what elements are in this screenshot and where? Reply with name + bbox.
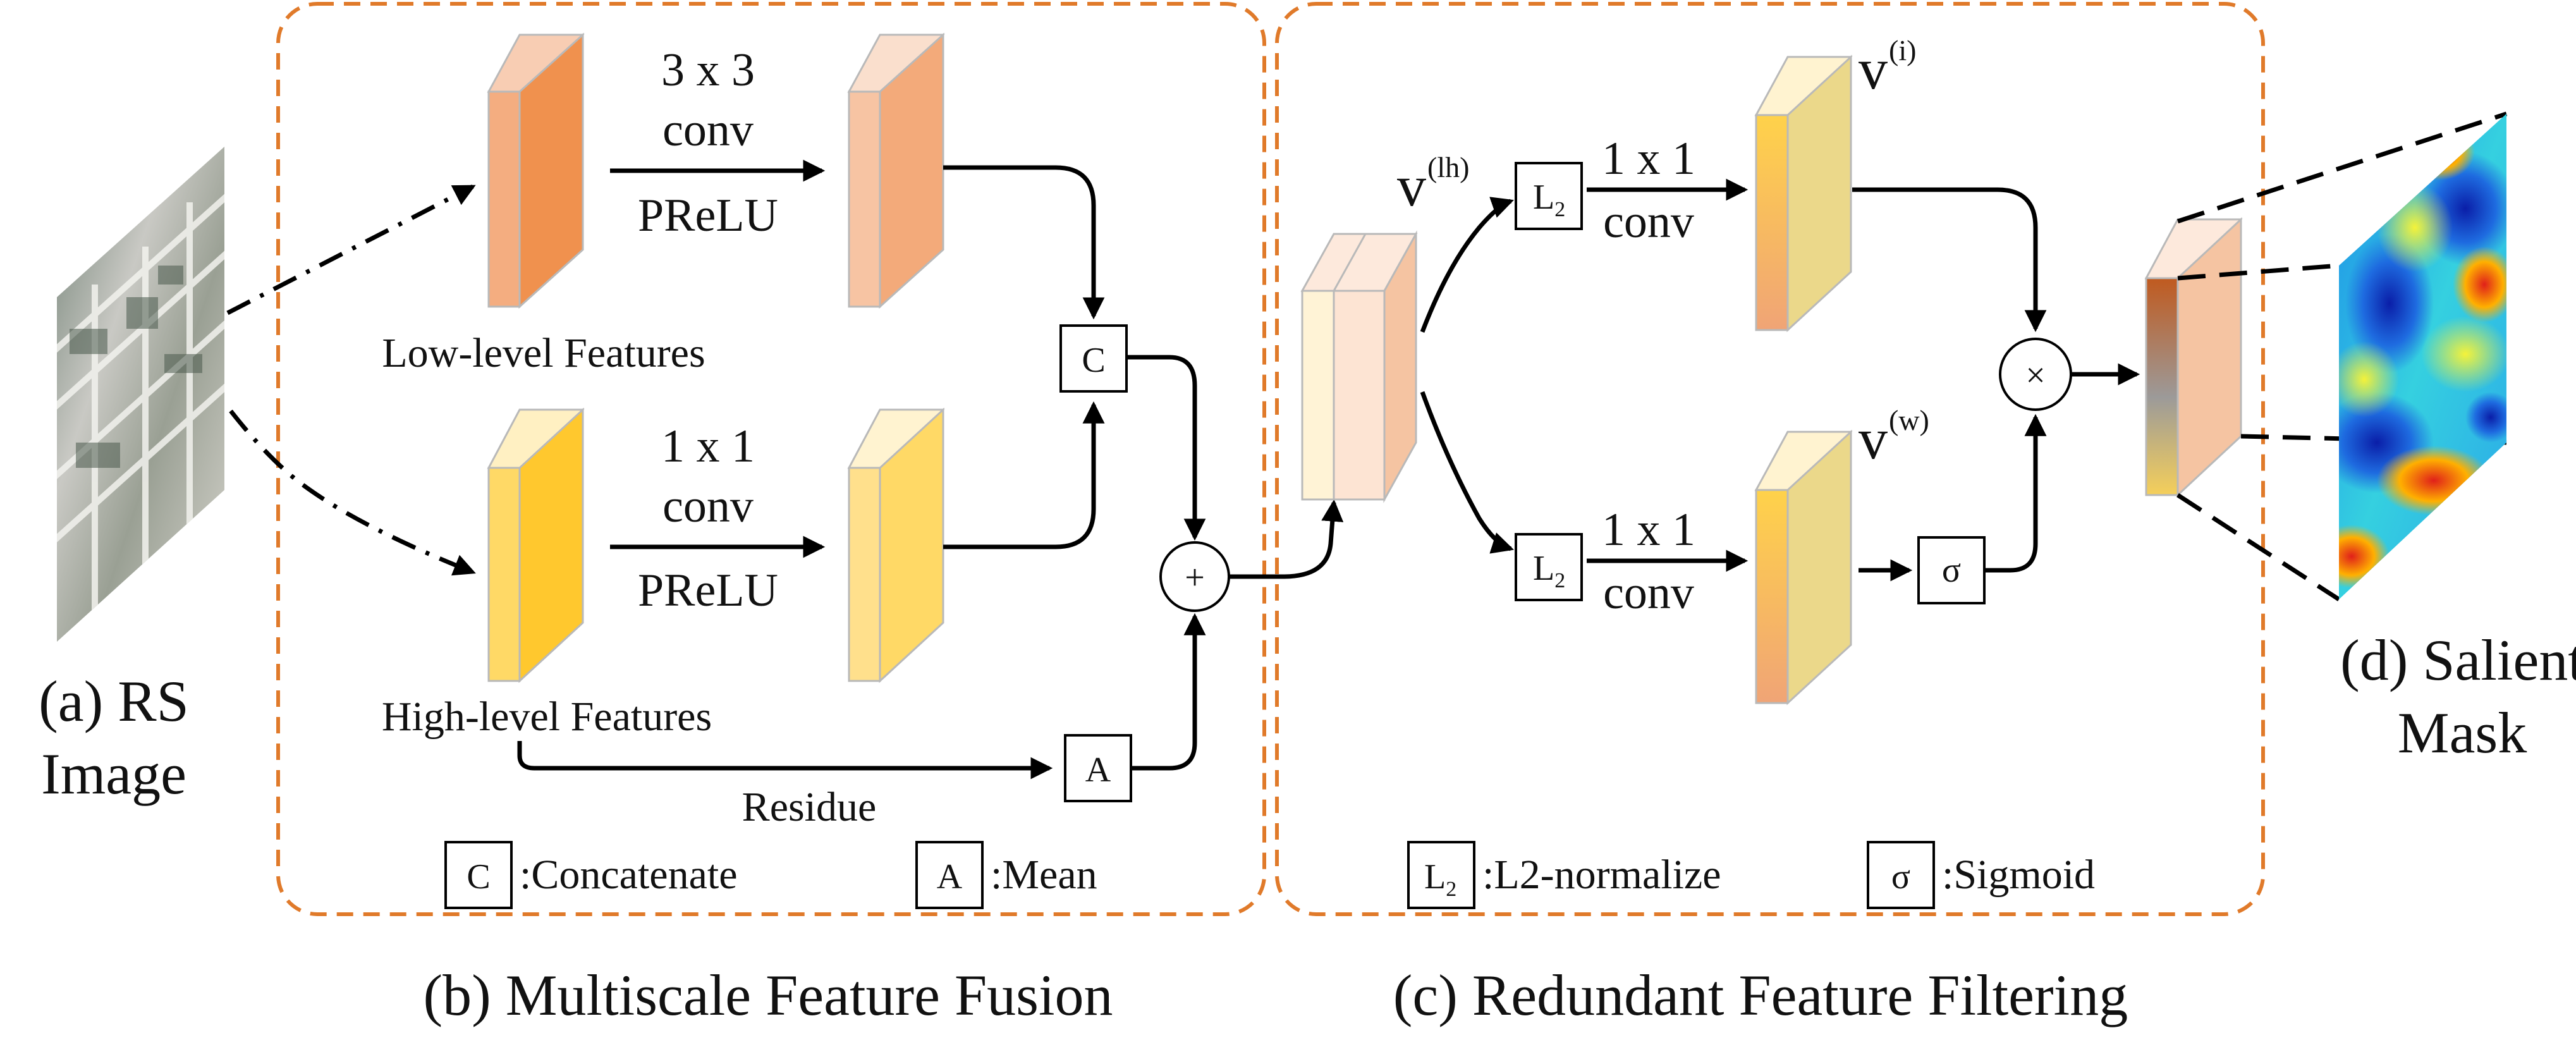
high-level-feature-block — [487, 407, 585, 683]
top-l2-box — [1515, 162, 1583, 230]
caption-a-line2: Image — [41, 742, 186, 806]
fusion-bottom-op-line2: conv — [662, 481, 754, 532]
multiply-symbol: × — [2025, 356, 2046, 395]
output-feature-block — [2144, 217, 2243, 498]
vw-feature-block — [1754, 429, 1853, 706]
caption-c: (c) Redundant Feature Filtering — [1393, 963, 2128, 1027]
rs-to-high-arrow — [229, 409, 476, 576]
rs-image — [57, 147, 224, 642]
legend-mean-box — [915, 841, 984, 909]
caption-d-line1: (d) Salient — [2340, 628, 2576, 692]
vw-label-sup: (w) — [1889, 404, 1929, 436]
vlh-label-base: v — [1397, 154, 1426, 218]
legend-mean-text: :Mean — [991, 852, 1097, 898]
vlh-to-bottom-l2-arrow — [1420, 391, 1514, 554]
mean-symbol: A — [1085, 750, 1111, 790]
legend-sigma-text: :Sigmoid — [1942, 852, 2095, 898]
low-level-feature-block — [487, 32, 585, 309]
bottom-l2-base: L — [1533, 549, 1554, 588]
top-l2-sub: 2 — [1554, 198, 1565, 221]
svg-text:L2: L2 — [1424, 857, 1456, 901]
vlh-feature-block — [1300, 230, 1418, 503]
concat-box — [1059, 324, 1128, 393]
svg-text:L2: L2 — [1533, 178, 1565, 221]
concat-to-add-arrow — [1126, 355, 1206, 541]
sigma-symbol: σ — [1942, 551, 1961, 590]
add-to-vlh-arrow — [1229, 499, 1344, 579]
fusion-bottom-op-line3: PReLU — [638, 565, 778, 616]
vw-label-base: v — [1859, 407, 1888, 471]
legend-concat-symbol: C — [467, 857, 490, 897]
bottom-l2-box — [1515, 533, 1583, 601]
vi-label-base: v — [1859, 37, 1888, 101]
filter-bottom-op-line1: 1 x 1 — [1602, 504, 1695, 556]
sigma-box — [1917, 536, 1986, 604]
high-level-output-block — [847, 407, 945, 683]
legend-concat-text: :Concatenate — [520, 852, 738, 898]
fusion-top-op-line2: conv — [662, 104, 754, 156]
vi-to-multiply-arrow — [1852, 187, 2047, 333]
filter-bottom-op-line2: conv — [1603, 567, 1694, 619]
low-level-output-block — [847, 32, 945, 309]
caption-a-line1: (a) RS — [39, 669, 189, 733]
mask-projection-top-a — [2176, 111, 2508, 224]
legend-l2-base: L — [1424, 857, 1446, 897]
caption-d-line2: Mask — [2398, 701, 2527, 765]
legend-l2-text: :L2-normalize — [1482, 852, 1721, 898]
filter-top-op-line2: conv — [1603, 196, 1694, 248]
vlh-label-sup: (lh) — [1427, 151, 1469, 183]
high-level-features-label: High-level Features — [382, 694, 712, 740]
high-to-concat-arrow — [943, 401, 1105, 549]
bottom-l2-sub: 2 — [1554, 569, 1565, 592]
legend-concat-box — [444, 841, 513, 909]
sigma-to-multiply-arrow — [1984, 413, 2047, 573]
rs-to-low-arrow — [226, 184, 476, 315]
vi-label-sup: (i) — [1889, 34, 1916, 66]
legend-l2-box — [1407, 841, 1475, 909]
fusion-top-op-line3: PReLU — [638, 190, 778, 242]
mask-projection-top-b — [2177, 263, 2340, 281]
filtering-frame — [1275, 2, 2265, 916]
residue-arrow — [517, 741, 1053, 780]
low-level-features-label: Low-level Features — [382, 330, 705, 376]
legend-sigma-symbol: σ — [1891, 857, 1910, 897]
legend-l2-sub: 2 — [1446, 878, 1456, 901]
vlh-to-top-l2-arrow — [1420, 197, 1514, 333]
concat-symbol: C — [1082, 341, 1105, 380]
mean-box — [1064, 734, 1132, 802]
caption-b: (b) Multiscale Feature Fusion — [423, 963, 1113, 1027]
svg-text:L2: L2 — [1533, 549, 1565, 592]
add-symbol: + — [1185, 558, 1205, 597]
residue-label: Residue — [742, 784, 877, 830]
salient-mask-image — [2339, 114, 2506, 599]
fusion-frame — [276, 2, 1266, 916]
mean-to-add-arrow — [1131, 613, 1206, 771]
vi-feature-block — [1754, 54, 1853, 333]
fusion-top-op-line1: 3 x 3 — [661, 44, 755, 96]
mask-projection-bottom-b — [2176, 493, 2340, 601]
legend-mean-symbol: A — [937, 857, 963, 897]
fusion-bottom-op-line1: 1 x 1 — [661, 420, 755, 472]
legend-sigma-box — [1867, 841, 1935, 909]
low-to-concat-arrow — [943, 165, 1105, 320]
filter-top-op-line1: 1 x 1 — [1602, 133, 1695, 185]
top-l2-base: L — [1533, 178, 1554, 217]
